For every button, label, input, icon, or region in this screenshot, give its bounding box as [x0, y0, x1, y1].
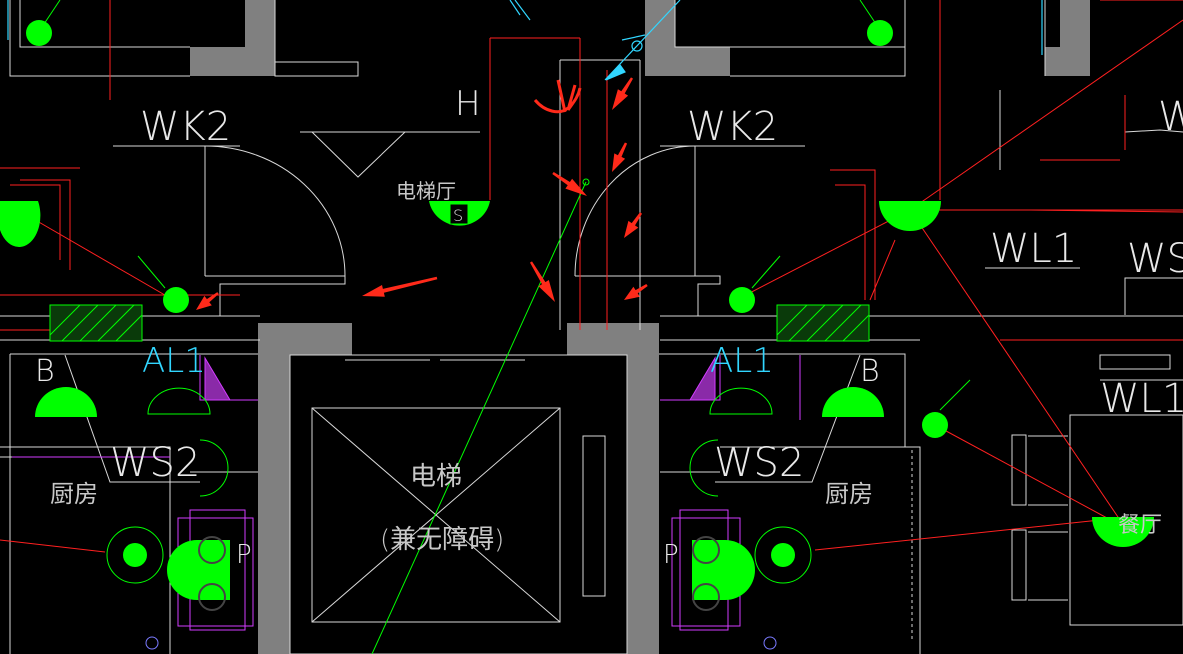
ceiling-lamp-lobby-right [729, 287, 755, 313]
cyan-elements [7, 0, 1043, 81]
label-sensor-s: S [453, 206, 463, 225]
magenta-elements [12, 355, 801, 631]
wall-lamp-b-right [822, 387, 884, 417]
label-ws-right-top: WS [1127, 236, 1183, 282]
ceiling-lamp-dining [922, 412, 948, 438]
label-elevator: 电梯 [410, 462, 462, 492]
ceiling-lamp-top-right [867, 20, 893, 46]
label-p-left: P [236, 540, 252, 570]
label-p-right: P [663, 540, 679, 570]
label-ws2-right: WS2 [714, 440, 804, 486]
wall-lamp-b-left [35, 387, 97, 417]
sensor-s-box [449, 203, 469, 225]
label-wl1-mid: WL1 [990, 226, 1077, 272]
switch-al1-left [147, 387, 211, 415]
wall-top-center-ledge [645, 47, 730, 76]
switch-al1-right [709, 387, 773, 415]
red-wiring [0, 0, 1183, 553]
exhaust-fan-left-ring [106, 526, 164, 584]
wall-shaft-right [627, 323, 659, 654]
label-wk2-right: WK2 [687, 104, 778, 150]
annotation-arrow-4 [624, 212, 642, 238]
label-b-left: B [35, 354, 55, 389]
fixtures [0, 0, 1154, 654]
annotation-arrow-2 [612, 142, 628, 172]
wall-shaft-left [258, 323, 290, 654]
label-al1-left: AL1 [142, 341, 206, 381]
label-kitchen-right: 厨房 [825, 480, 873, 508]
label-elevator-hall: 电梯厅 [396, 179, 456, 203]
socket-ws2-right [689, 439, 719, 497]
annotation-arrow-1 [612, 77, 633, 110]
pump-right [692, 540, 755, 600]
socket-ws2-left [199, 439, 229, 497]
label-wk2-left: WK2 [140, 104, 231, 150]
wall-shaft-left-cap [258, 323, 352, 355]
wall-lamp-right [879, 201, 941, 231]
label-kitchen-left: 厨房 [50, 480, 98, 508]
wall-top-right-ledge [1045, 47, 1090, 76]
hand-mark [533, 79, 582, 114]
label-b-right: B [860, 354, 880, 389]
panel-box-right [776, 304, 870, 342]
annotation-arrow-3 [552, 172, 587, 196]
wall-shaft-right-cap [567, 323, 659, 355]
walls [190, 0, 1090, 654]
label-h: H [455, 84, 481, 124]
label-ws2-left: WS2 [110, 440, 200, 486]
labels: WK2 WK2 H 电梯厅 S WL1 WS WL1 W AL1 AL1 B B… [35, 84, 1183, 570]
ceiling-lamp-lobby-left [163, 287, 189, 313]
wall-lamp-dining [1092, 517, 1154, 547]
annotation-arrows [196, 77, 648, 310]
annotation-arrow-5 [362, 276, 438, 297]
label-al1-right: AL1 [710, 341, 774, 381]
ceiling-lamp-top-left [26, 20, 52, 46]
label-dining: 餐厅 [1118, 513, 1162, 538]
annotation-arrow-8 [196, 292, 219, 310]
label-elevator-note: (兼无障碍) [380, 525, 504, 555]
label-w-top-right: W [1158, 94, 1183, 140]
wall-lamp-left [0, 201, 41, 248]
exhaust-fan-right-ring [754, 526, 812, 584]
annotation-arrow-6 [530, 261, 555, 302]
junction-dot [582, 178, 590, 186]
wall-top-left-ledge [190, 47, 275, 76]
green-wire [371, 181, 587, 654]
exhaust-fan-left [123, 543, 147, 567]
label-wl1-right: WL1 [1100, 376, 1183, 422]
annotation-arrow-7 [624, 284, 648, 300]
exhaust-fan-right [771, 543, 795, 567]
panel-box-left [49, 304, 143, 342]
hatch [49, 304, 870, 342]
